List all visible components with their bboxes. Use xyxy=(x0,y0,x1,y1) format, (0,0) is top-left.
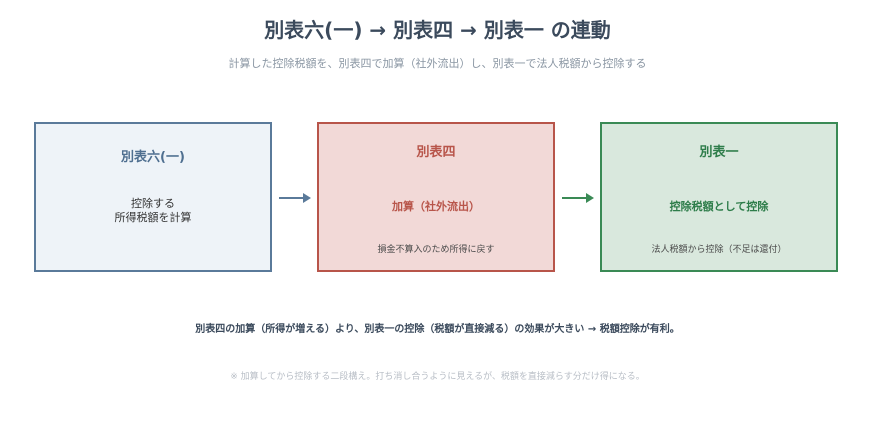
box-beppyo-6-1-line2: 所得税額を計算 xyxy=(114,211,192,224)
box-beppyo-4-title: 別表四 xyxy=(416,145,456,160)
box-beppyo-4-note: 損金不算入のため所得に戻す xyxy=(377,245,495,255)
footnote-text: ※ 加算してから控除する二段構え。打ち消し合うように見えるが、税額を直接減らす分… xyxy=(230,372,645,382)
box-beppyo-6-1: 別表六(一) 控除する 所得税額を計算 xyxy=(34,122,272,272)
arrow-right-icon xyxy=(562,193,594,203)
box-beppyo-1-main: 控除税額として控除 xyxy=(669,200,769,213)
arrow-right-icon xyxy=(279,193,311,203)
box-beppyo-4: 別表四 加算（社外流出） 損金不算入のため所得に戻す xyxy=(317,122,555,272)
diagram-title: 別表六(一) → 別表四 → 別表一 の連動 xyxy=(264,18,611,42)
box-beppyo-6-1-text: 控除する 所得税額を計算 xyxy=(36,197,270,225)
box-beppyo-4-main: 加算（社外流出） xyxy=(392,200,480,213)
box-beppyo-6-1-title: 別表六(一) xyxy=(121,150,185,165)
summary-text: 別表四の加算（所得が増える）より、別表一の控除（税額が直接減る）の効果が大きい … xyxy=(195,324,680,335)
box-beppyo-6-1-line1: 控除する xyxy=(131,197,175,210)
diagram-subtitle: 計算した控除税額を、別表四で加算（社外流出）し、別表一で法人税額から控除する xyxy=(228,57,647,70)
box-beppyo-1-title: 別表一 xyxy=(699,145,739,160)
box-beppyo-1: 別表一 控除税額として控除 法人税額から控除（不足は還付） xyxy=(600,122,838,272)
box-beppyo-1-note: 法人税額から控除（不足は還付） xyxy=(651,245,787,255)
